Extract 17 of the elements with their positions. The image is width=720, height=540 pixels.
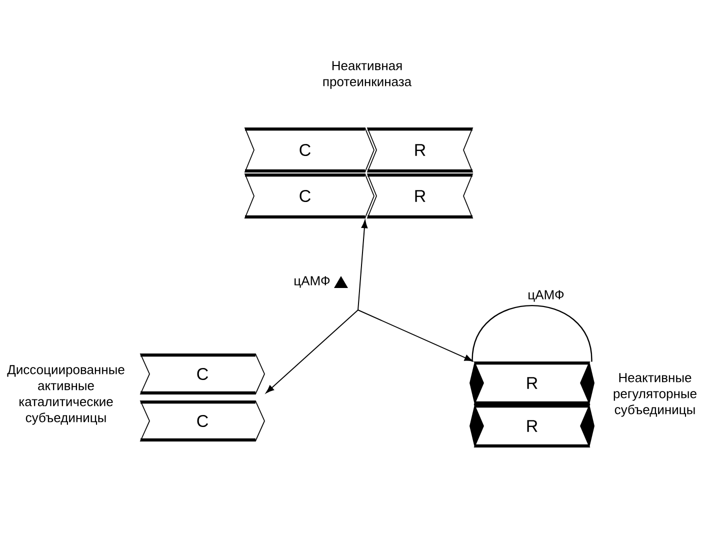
subunit-block: C [140, 354, 265, 394]
subunit-block: C [140, 400, 265, 442]
edge-label: цАМФ [292, 275, 332, 289]
subunit-block: C [244, 174, 374, 218]
subunit-block: R [366, 174, 474, 218]
caption: Диссоциированные активные каталитические субъединицы [7, 365, 124, 425]
subunit-block: R [366, 128, 474, 172]
arc-line [472, 305, 592, 362]
edge-label: цАМФ [526, 289, 566, 303]
arrow [266, 310, 358, 394]
arrow [358, 310, 473, 362]
subunit-block: C [244, 128, 374, 172]
subunit-block: R [470, 404, 594, 448]
caption: Неактивные регуляторные субъединицы [614, 373, 696, 417]
arrow [358, 220, 368, 310]
subunit-block: R [470, 362, 594, 404]
heading: Неактивная протеинкиназа [323, 61, 412, 89]
